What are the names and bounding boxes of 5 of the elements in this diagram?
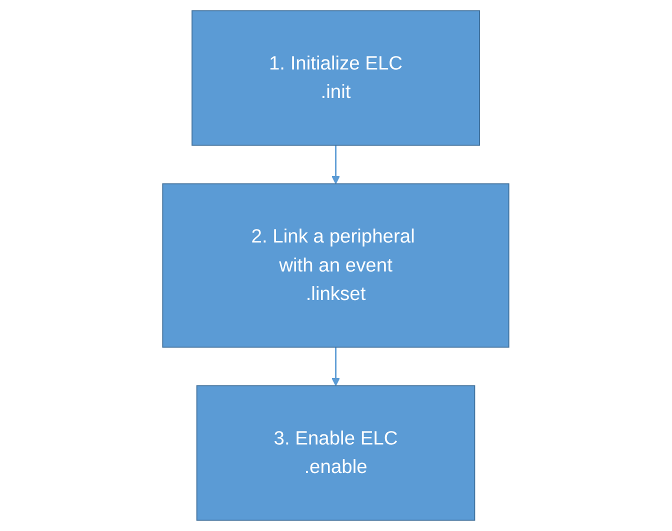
node-box: 1. Initialize ELC .init xyxy=(192,10,480,146)
node-box: 3. Enable ELC .enable xyxy=(196,385,476,521)
arrow xyxy=(332,145,340,184)
arrow xyxy=(332,347,340,386)
node-box: 2. Link a peripheral with an event .linkset xyxy=(162,183,510,348)
